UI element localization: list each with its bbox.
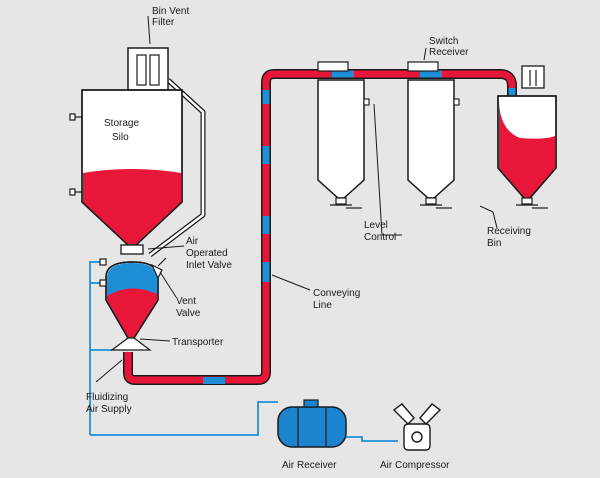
- silo-vent-return-line-inner: [149, 79, 205, 256]
- leader-lines: [95, 15, 498, 383]
- receiver-body: [317, 79, 365, 199]
- transporter-air-inlets: [99, 258, 107, 287]
- storage-silo: [69, 47, 206, 257]
- bin-vent-filter: [127, 47, 169, 91]
- fluidizing-cone-icon: [110, 337, 152, 351]
- receiving-bin: [497, 65, 557, 209]
- receiver-body: [407, 79, 455, 199]
- vent-valve-icon: [150, 263, 163, 280]
- air-segment: [262, 146, 270, 164]
- silo-level-sensors: [69, 113, 82, 196]
- air-line-left-loop: [89, 261, 102, 435]
- air-segment: [262, 216, 270, 234]
- transporter: [99, 257, 167, 351]
- label-air-compressor: Air Compressor: [380, 460, 450, 471]
- bin-vent-filter-element: [149, 54, 160, 86]
- air-line-to-receiver: [90, 401, 278, 436]
- receiver-sensor: [363, 98, 370, 106]
- receiving-bin-vent: [521, 65, 545, 89]
- receiver-sensor: [453, 98, 460, 106]
- air-operated-inlet-valve: [120, 244, 144, 255]
- air-line-compressor: [346, 436, 398, 442]
- receiver-valve-top: [317, 61, 349, 72]
- air-compressor-icon: [392, 403, 442, 451]
- conveying-line: [123, 69, 517, 385]
- receiving-bin-material: [499, 102, 555, 197]
- receiver-outlet: [335, 197, 347, 205]
- air-segment: [420, 70, 442, 78]
- air-supply-lines: [89, 261, 398, 442]
- receiver-outlet: [521, 197, 533, 205]
- switch-receiver-valve: [407, 61, 439, 72]
- label-transporter: Transporter: [172, 337, 224, 348]
- air-receiver-tank: [277, 399, 347, 448]
- transporter-outline: [105, 261, 159, 339]
- air-segment: [332, 70, 354, 78]
- air-segment: [262, 262, 270, 282]
- air-segment: [203, 377, 225, 384]
- air-receiver-body: [277, 406, 347, 448]
- bin-vent-filter-element: [136, 54, 147, 86]
- air-segment: [262, 90, 270, 104]
- receiver-2: [407, 61, 460, 209]
- receiver-1: [317, 61, 370, 209]
- air-segment: [508, 88, 516, 102]
- receiver-outlet: [425, 197, 437, 205]
- conveying-line-air-segments: [203, 70, 516, 384]
- silo-material: [83, 169, 181, 244]
- label-air-receiver: Air Receiver: [282, 460, 337, 471]
- transporter-material-red: [107, 288, 157, 337]
